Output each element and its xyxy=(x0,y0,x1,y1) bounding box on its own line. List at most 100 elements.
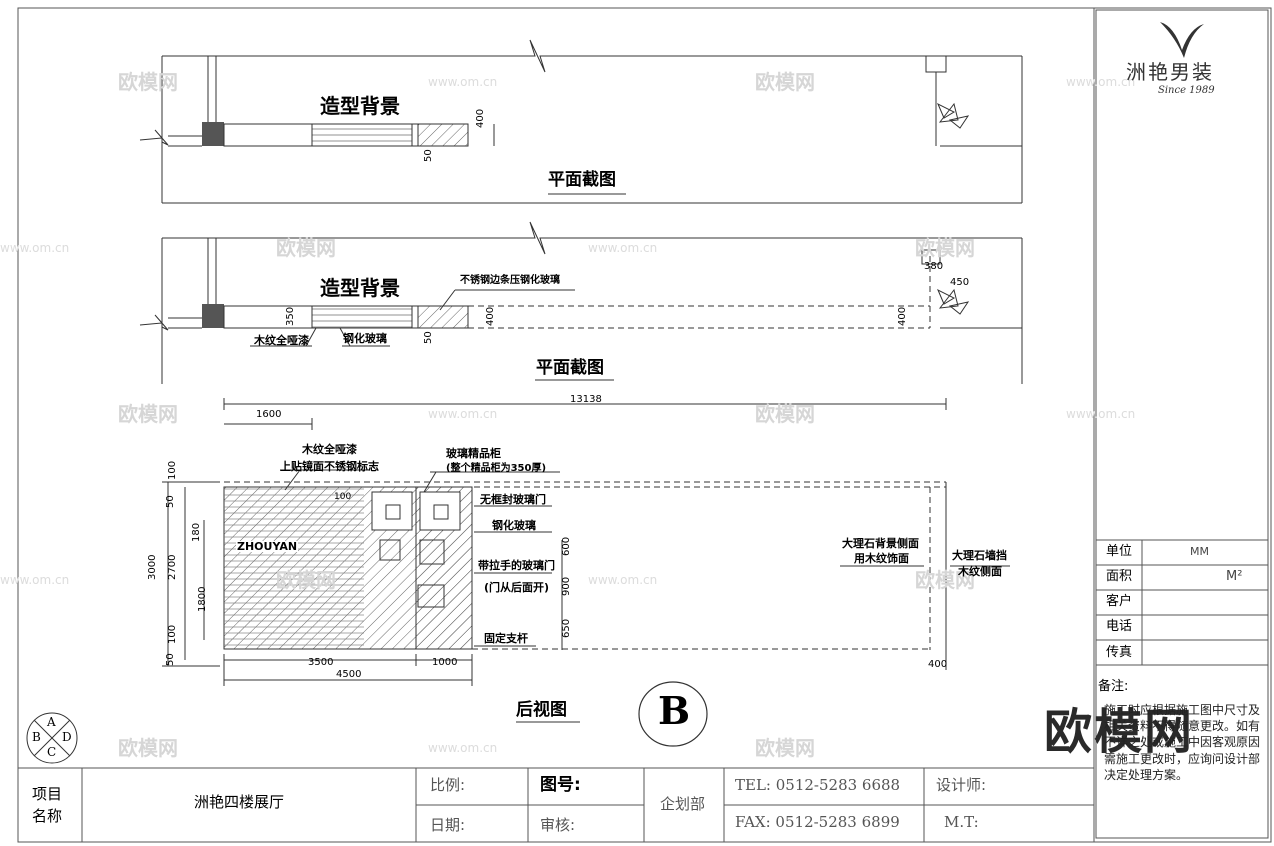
footer-scale-label: 比例: xyxy=(430,776,466,794)
elev-callout-cabinet-note: (整个精品柜为350厚) xyxy=(446,463,547,474)
elev-vdim: 2700 xyxy=(167,554,178,580)
compass-d: D xyxy=(62,730,72,744)
plan1-title: 平面截图 xyxy=(548,170,616,190)
plan2-dim-350: 350 xyxy=(285,306,296,326)
footer-dept: 企划部 xyxy=(660,795,706,813)
plan2-dim-380: 380 xyxy=(924,261,944,272)
elev-callout-cabinet: 玻璃精品柜 xyxy=(446,447,501,460)
elev-vdim: 3000 xyxy=(147,554,158,580)
footer-designer-label: 设计师: xyxy=(936,776,987,794)
plan2-dim-400a: 400 xyxy=(485,306,496,326)
elev-right-dim: 650 xyxy=(561,618,572,638)
footer-review-label: 审核: xyxy=(540,816,576,834)
elev-title: 后视图 xyxy=(516,700,567,720)
plan2-callout-wood: 木纹全哑漆 xyxy=(254,334,309,347)
elev-vdim: 50 xyxy=(165,653,176,666)
logo-mark xyxy=(1160,22,1204,58)
watermark: 欧模网 xyxy=(276,568,336,592)
plan-view-1 xyxy=(139,39,1023,204)
info-value-unit: MM xyxy=(1190,545,1209,558)
elev-brand-zhouyan: ZHOUYAN xyxy=(236,540,299,553)
footer-date-label: 日期: xyxy=(430,816,466,834)
footer-project-name: 洲艳四楼展厅 xyxy=(194,793,285,811)
footer-mt-label: M.T: xyxy=(944,813,979,831)
watermark: 欧模网 xyxy=(755,736,815,760)
elev-dim-100-top: 100 xyxy=(334,492,352,502)
elev-dim-1000: 1000 xyxy=(432,657,458,668)
info-label-client: 客户 xyxy=(1106,594,1133,609)
footer-tel: TEL: 0512-5283 6688 xyxy=(735,776,901,794)
elev-callout-frameless: 无框封玻璃门 xyxy=(480,493,546,506)
info-label-fax: 传真 xyxy=(1106,645,1133,660)
info-grid xyxy=(1096,539,1268,666)
plan2-title: 平面截图 xyxy=(536,358,604,378)
watermark-url: www.om.cn xyxy=(428,75,498,89)
watermark-url: www.om.cn xyxy=(588,241,658,255)
plan2-dim-400b: 400 xyxy=(897,306,908,326)
info-label-area: 面积 xyxy=(1106,569,1133,584)
elev-dim-4500: 4500 xyxy=(336,669,362,680)
watermark-url: www.om.cn xyxy=(0,241,70,255)
footer-fax: FAX: 0512-5283 6899 xyxy=(735,813,900,831)
compass-c: C xyxy=(47,745,57,759)
elev-dim-1600: 1600 xyxy=(256,409,282,420)
title-block xyxy=(18,767,1094,842)
watermark: 欧模网 xyxy=(915,568,975,592)
brand-logo-text: 洲艳男装 xyxy=(1126,60,1214,84)
compass-b: B xyxy=(32,730,41,744)
notes-title: 备注: xyxy=(1098,679,1129,694)
plan2-callout-glass: 钢化玻璃 xyxy=(343,332,387,345)
watermark-url: www.om.cn xyxy=(428,741,498,755)
watermark-url: www.om.cn xyxy=(1066,407,1136,421)
elev-right-dim: 600 xyxy=(561,536,572,556)
elev-dim-3500: 3500 xyxy=(308,657,334,668)
elev-vdim: 180 xyxy=(191,522,202,542)
plan2-dim-450: 450 xyxy=(950,277,970,288)
plan2-zaoxing-label: 造型背景 xyxy=(320,276,400,300)
watermark: 欧模网 xyxy=(915,236,975,260)
elev-callout-marble-side: 大理石墙挡 xyxy=(952,549,1007,562)
elev-dim-400: 400 xyxy=(928,659,948,670)
elev-vdim: 1800 xyxy=(197,586,208,612)
rear-elevation xyxy=(26,398,1010,764)
footer-project-label: 项目 名称 xyxy=(32,785,63,825)
plan2-callout-steel-edge: 不锈钢边条压钢化玻璃 xyxy=(460,275,560,286)
elev-right-dim: 900 xyxy=(561,576,572,596)
info-value-area: M² xyxy=(1226,569,1243,584)
watermark: 欧模网 xyxy=(276,236,336,260)
elev-vdim: 50 xyxy=(165,495,176,508)
watermark-url: www.om.cn xyxy=(0,573,70,587)
elev-callout-marble-bg: 大理石背景侧面 xyxy=(842,537,919,550)
elev-callout-pull-note: (门从后面开) xyxy=(484,581,550,594)
elev-callout-pull: 带拉手的玻璃门 xyxy=(478,559,555,572)
watermark: 欧模网 xyxy=(118,402,178,426)
compass-a: A xyxy=(47,715,56,729)
watermark: 欧模网 xyxy=(755,402,815,426)
plan1-dim-400: 400 xyxy=(475,108,486,128)
elev-callout-fixed: 固定支杆 xyxy=(484,632,528,645)
notes-body: 施工时应根据施工图中尺寸及相关资料不得随意更改。如有不详之处或施工中因客观原因需… xyxy=(1104,703,1261,782)
elev-callout-tempered: 钢化玻璃 xyxy=(492,519,536,532)
watermark-url: www.om.cn xyxy=(428,407,498,421)
elev-dim-total: 13138 xyxy=(570,394,602,405)
elev-callout-marble-side2: 木纹侧面 xyxy=(958,565,1002,578)
plan2-dim-50: 50 xyxy=(423,331,434,344)
elev-callout-marble-bg2: 用木纹饰面 xyxy=(854,552,909,565)
watermark: 欧模网 xyxy=(118,70,178,94)
elev-vdim: 100 xyxy=(167,460,178,480)
watermark: 欧模网 xyxy=(755,70,815,94)
elev-callout-wood: 木纹全哑漆 xyxy=(302,443,357,456)
watermark-url: www.om.cn xyxy=(1066,75,1136,89)
elev-vdim: 100 xyxy=(167,624,178,644)
brand-since: Since 1989 xyxy=(1158,85,1215,96)
info-label-phone: 电话 xyxy=(1106,619,1133,634)
section-mark-b: B xyxy=(658,688,691,733)
watermark: 欧模网 xyxy=(118,736,178,760)
plan1-dim-50: 50 xyxy=(423,149,434,162)
info-label-unit: 单位 xyxy=(1106,544,1133,559)
plan-view-2 xyxy=(139,221,1023,384)
elev-callout-logo: 上贴镜面不锈钢标志 xyxy=(280,460,379,473)
watermark-large: 欧模网 xyxy=(1044,704,1195,760)
footer-drawing-no-label: 图号: xyxy=(540,775,581,795)
